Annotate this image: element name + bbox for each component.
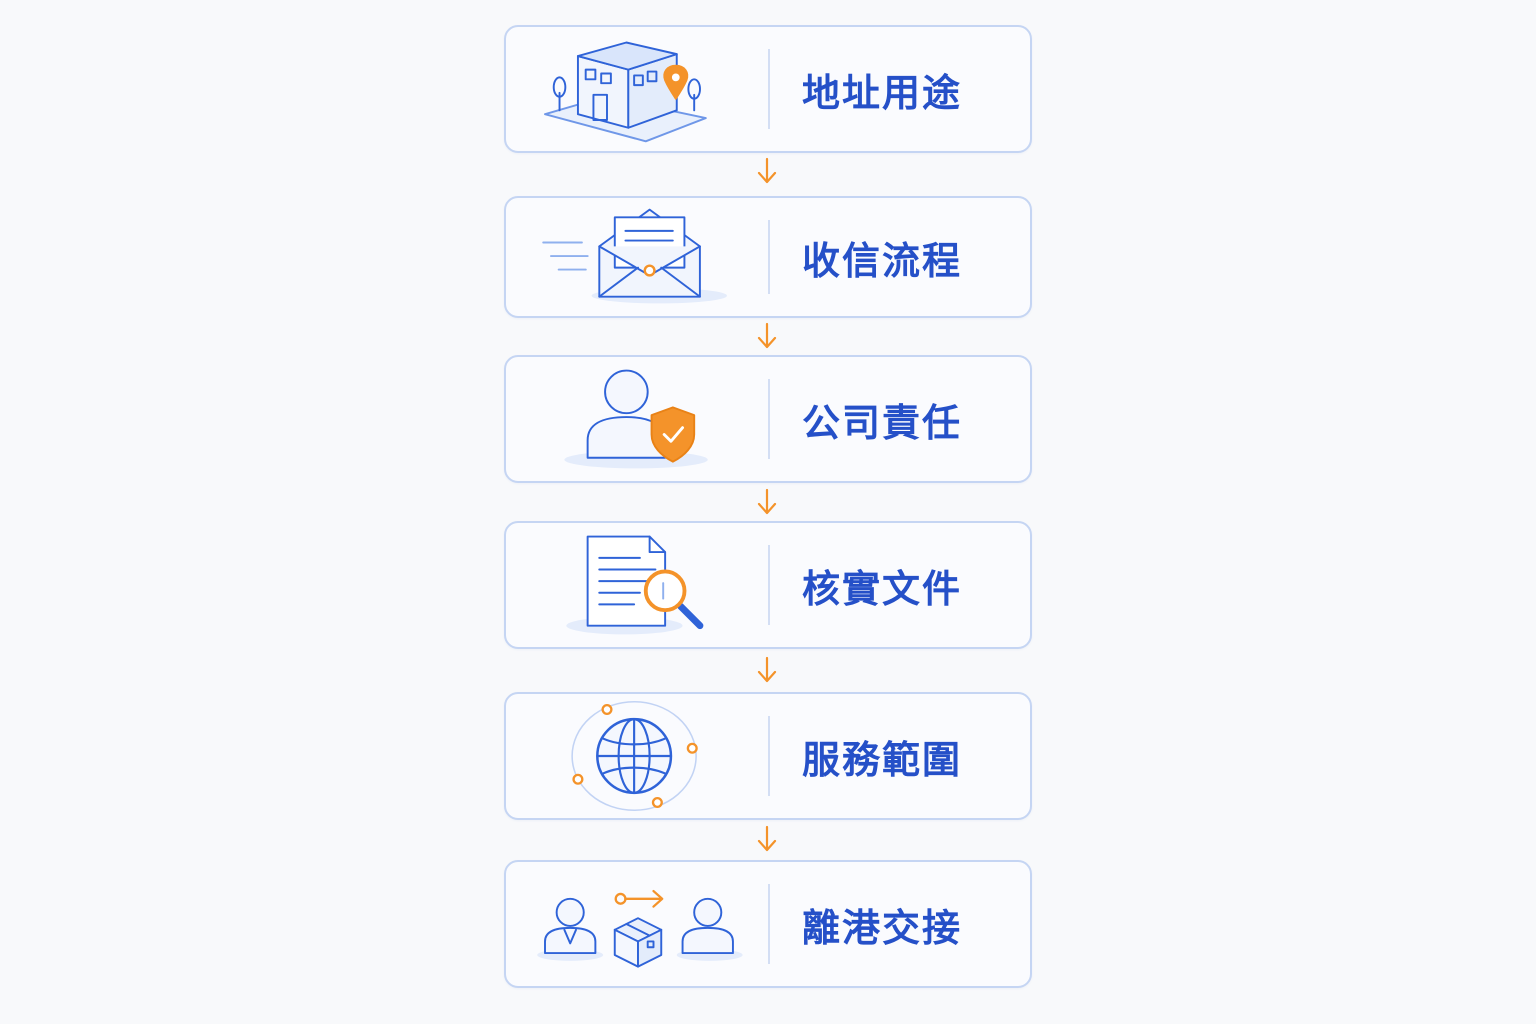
- handover-people-box-icon: [528, 862, 748, 986]
- step-label: 公司責任: [802, 400, 963, 445]
- down-arrow-icon: [755, 488, 779, 516]
- card-divider: [768, 884, 770, 964]
- step-card-departure-handover: 離港交接: [504, 860, 1032, 988]
- step-card-address-use: 地址用途: [504, 25, 1032, 153]
- building-location-icon: [528, 27, 748, 151]
- globe-orbit-icon: [528, 694, 748, 818]
- document-magnifier-icon: [528, 523, 748, 647]
- step-label: 離港交接: [802, 905, 963, 950]
- card-divider: [768, 545, 770, 625]
- down-arrow-icon: [755, 825, 779, 853]
- step-label: 核實文件: [802, 566, 963, 611]
- step-label: 服務範圍: [802, 737, 963, 782]
- down-arrow-icon: [755, 656, 779, 684]
- card-divider: [768, 220, 770, 294]
- step-card-company-responsibility: 公司責任: [504, 355, 1032, 483]
- step-card-mail-process: 收信流程: [504, 196, 1032, 318]
- down-arrow-icon: [755, 157, 779, 185]
- step-label: 收信流程: [802, 238, 963, 283]
- step-card-service-scope: 服務範圍: [504, 692, 1032, 820]
- down-arrow-icon: [755, 322, 779, 350]
- card-divider: [768, 49, 770, 129]
- person-shield-icon: [528, 357, 748, 481]
- step-card-verify-documents: 核實文件: [504, 521, 1032, 649]
- card-divider: [768, 379, 770, 459]
- open-envelope-icon: [528, 198, 748, 316]
- step-label: 地址用途: [802, 70, 963, 115]
- card-divider: [768, 716, 770, 796]
